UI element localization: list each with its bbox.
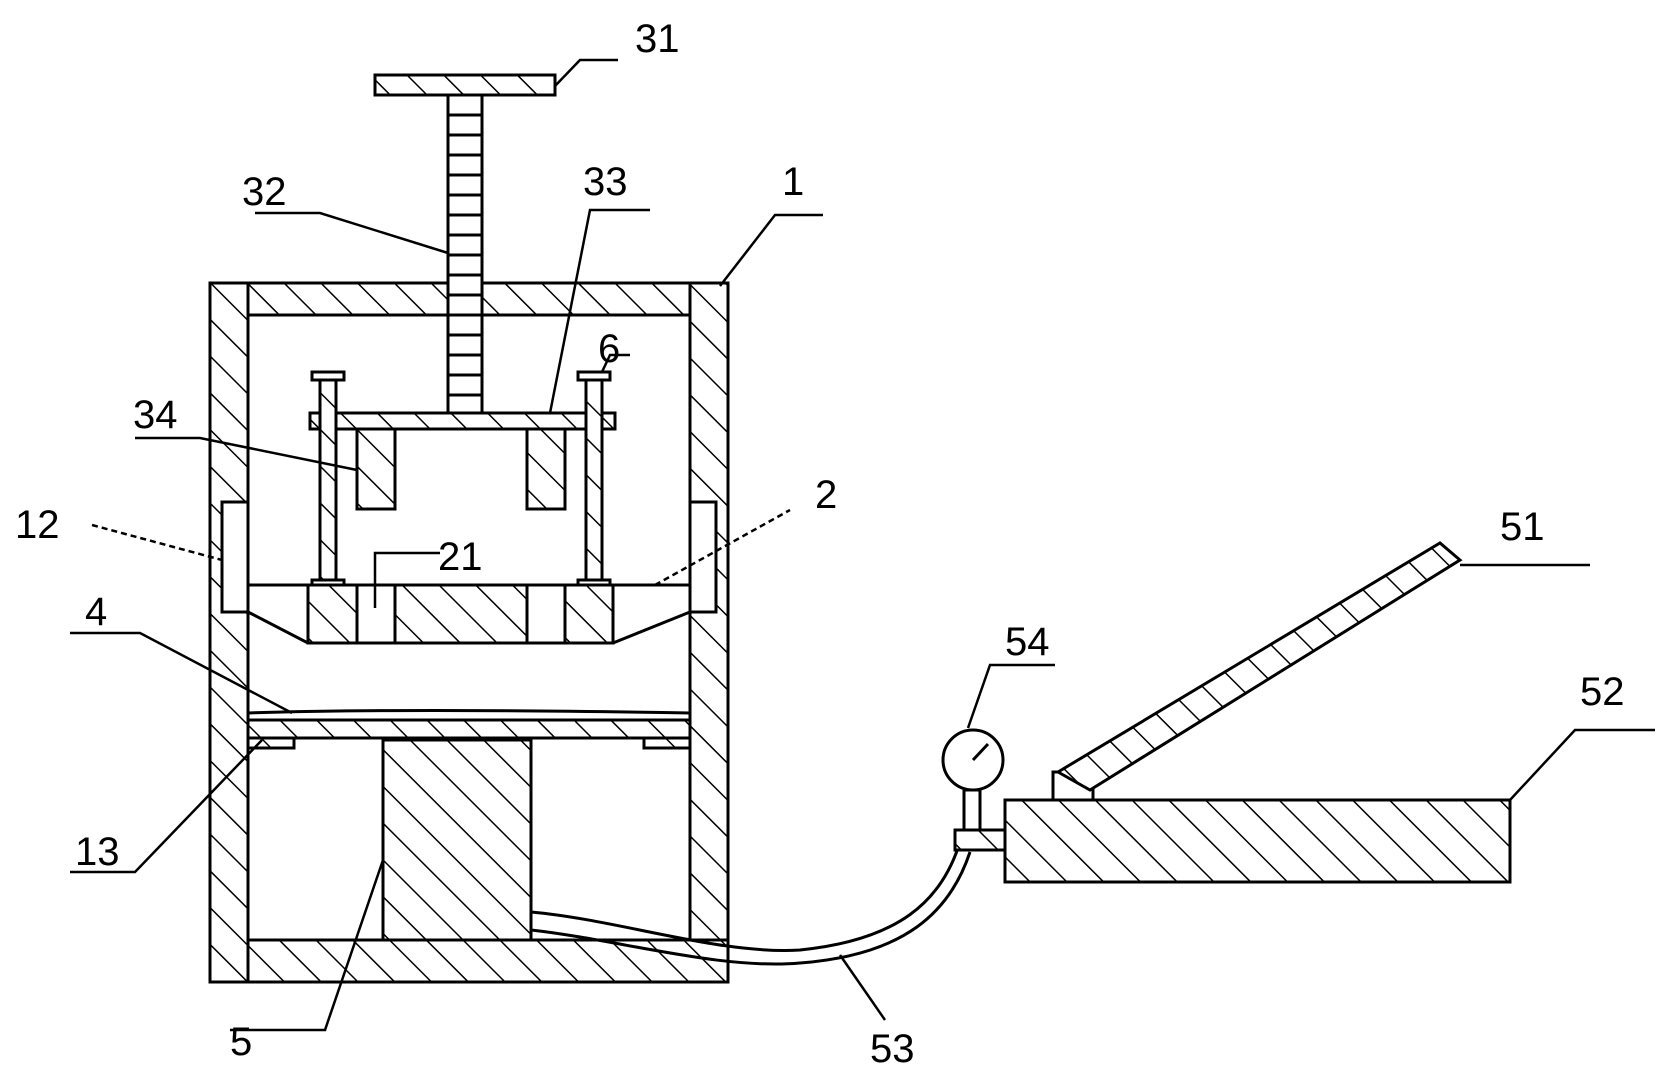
leader-34: [135, 436, 358, 472]
label-13: 13: [75, 830, 120, 874]
label-6: 6: [598, 327, 620, 371]
gauge-needle: [971, 742, 990, 762]
screw-assembly: [373, 73, 557, 417]
labels: 31 32 33 1 6 34 12 21 2 51 4 54 52 13 5 …: [15, 17, 1625, 1071]
leader-12: [91, 523, 223, 562]
hydraulic-cylinder: [381, 738, 533, 942]
leader-13: [70, 739, 263, 874]
frame-bottom-plate: [208, 938, 730, 984]
stop-right: [642, 736, 692, 750]
leader-33: [548, 208, 650, 414]
hand-pump: [1003, 541, 1512, 884]
membrane-left: [247, 610, 309, 645]
label-1: 1: [782, 160, 804, 204]
platen-top-curve: [247, 709, 691, 715]
frame-left-wall: [208, 281, 250, 984]
handwheel: [373, 73, 557, 97]
label-33: 33: [583, 160, 628, 204]
platen: [246, 718, 692, 740]
label-51: 51: [1500, 505, 1545, 549]
label-21: 21: [438, 535, 483, 579]
label-5: 5: [230, 1020, 252, 1064]
die-block: [306, 583, 615, 645]
leader-31: [554, 58, 618, 87]
label-52: 52: [1580, 670, 1625, 714]
pressure-gauge: [941, 728, 1007, 852]
bolt-left: [318, 378, 338, 600]
die-assembly: [247, 583, 691, 645]
gauge-fitting: [953, 828, 1007, 852]
label-4: 4: [85, 590, 107, 634]
gauge-stem: [962, 788, 982, 832]
leader-32: [255, 211, 449, 255]
guide-slot-left: [220, 500, 250, 614]
label-53: 53: [870, 1027, 915, 1071]
press-plate: [308, 411, 617, 431]
leader-1: [719, 213, 823, 287]
label-34: 34: [133, 393, 178, 437]
frame: [208, 281, 730, 984]
leader-5: [230, 859, 385, 1032]
pump-handle: [1055, 541, 1463, 792]
label-54: 54: [1005, 620, 1050, 664]
label-12: 12: [15, 503, 60, 547]
label-31: 31: [635, 17, 680, 61]
press-plate-assembly: [308, 370, 617, 600]
punch-left: [355, 427, 397, 511]
punch-right: [525, 427, 567, 511]
pump-base: [1003, 798, 1512, 884]
leader-21: [373, 551, 440, 608]
leader-52: [1509, 728, 1655, 801]
bolt-right: [584, 378, 604, 600]
screw-thread: [448, 113, 482, 397]
leader-4: [70, 631, 293, 715]
stop-left: [246, 736, 296, 750]
label-2: 2: [815, 473, 837, 517]
leader-54: [966, 663, 1055, 729]
leader-6: [600, 353, 630, 373]
membrane-right: [612, 610, 691, 645]
leader-lines: [70, 58, 1655, 1032]
label-32: 32: [242, 170, 287, 214]
leader-2: [654, 508, 791, 587]
leader-53: [838, 954, 887, 1021]
hydraulic-hose: [530, 847, 972, 966]
die-hole-right: [525, 583, 567, 645]
